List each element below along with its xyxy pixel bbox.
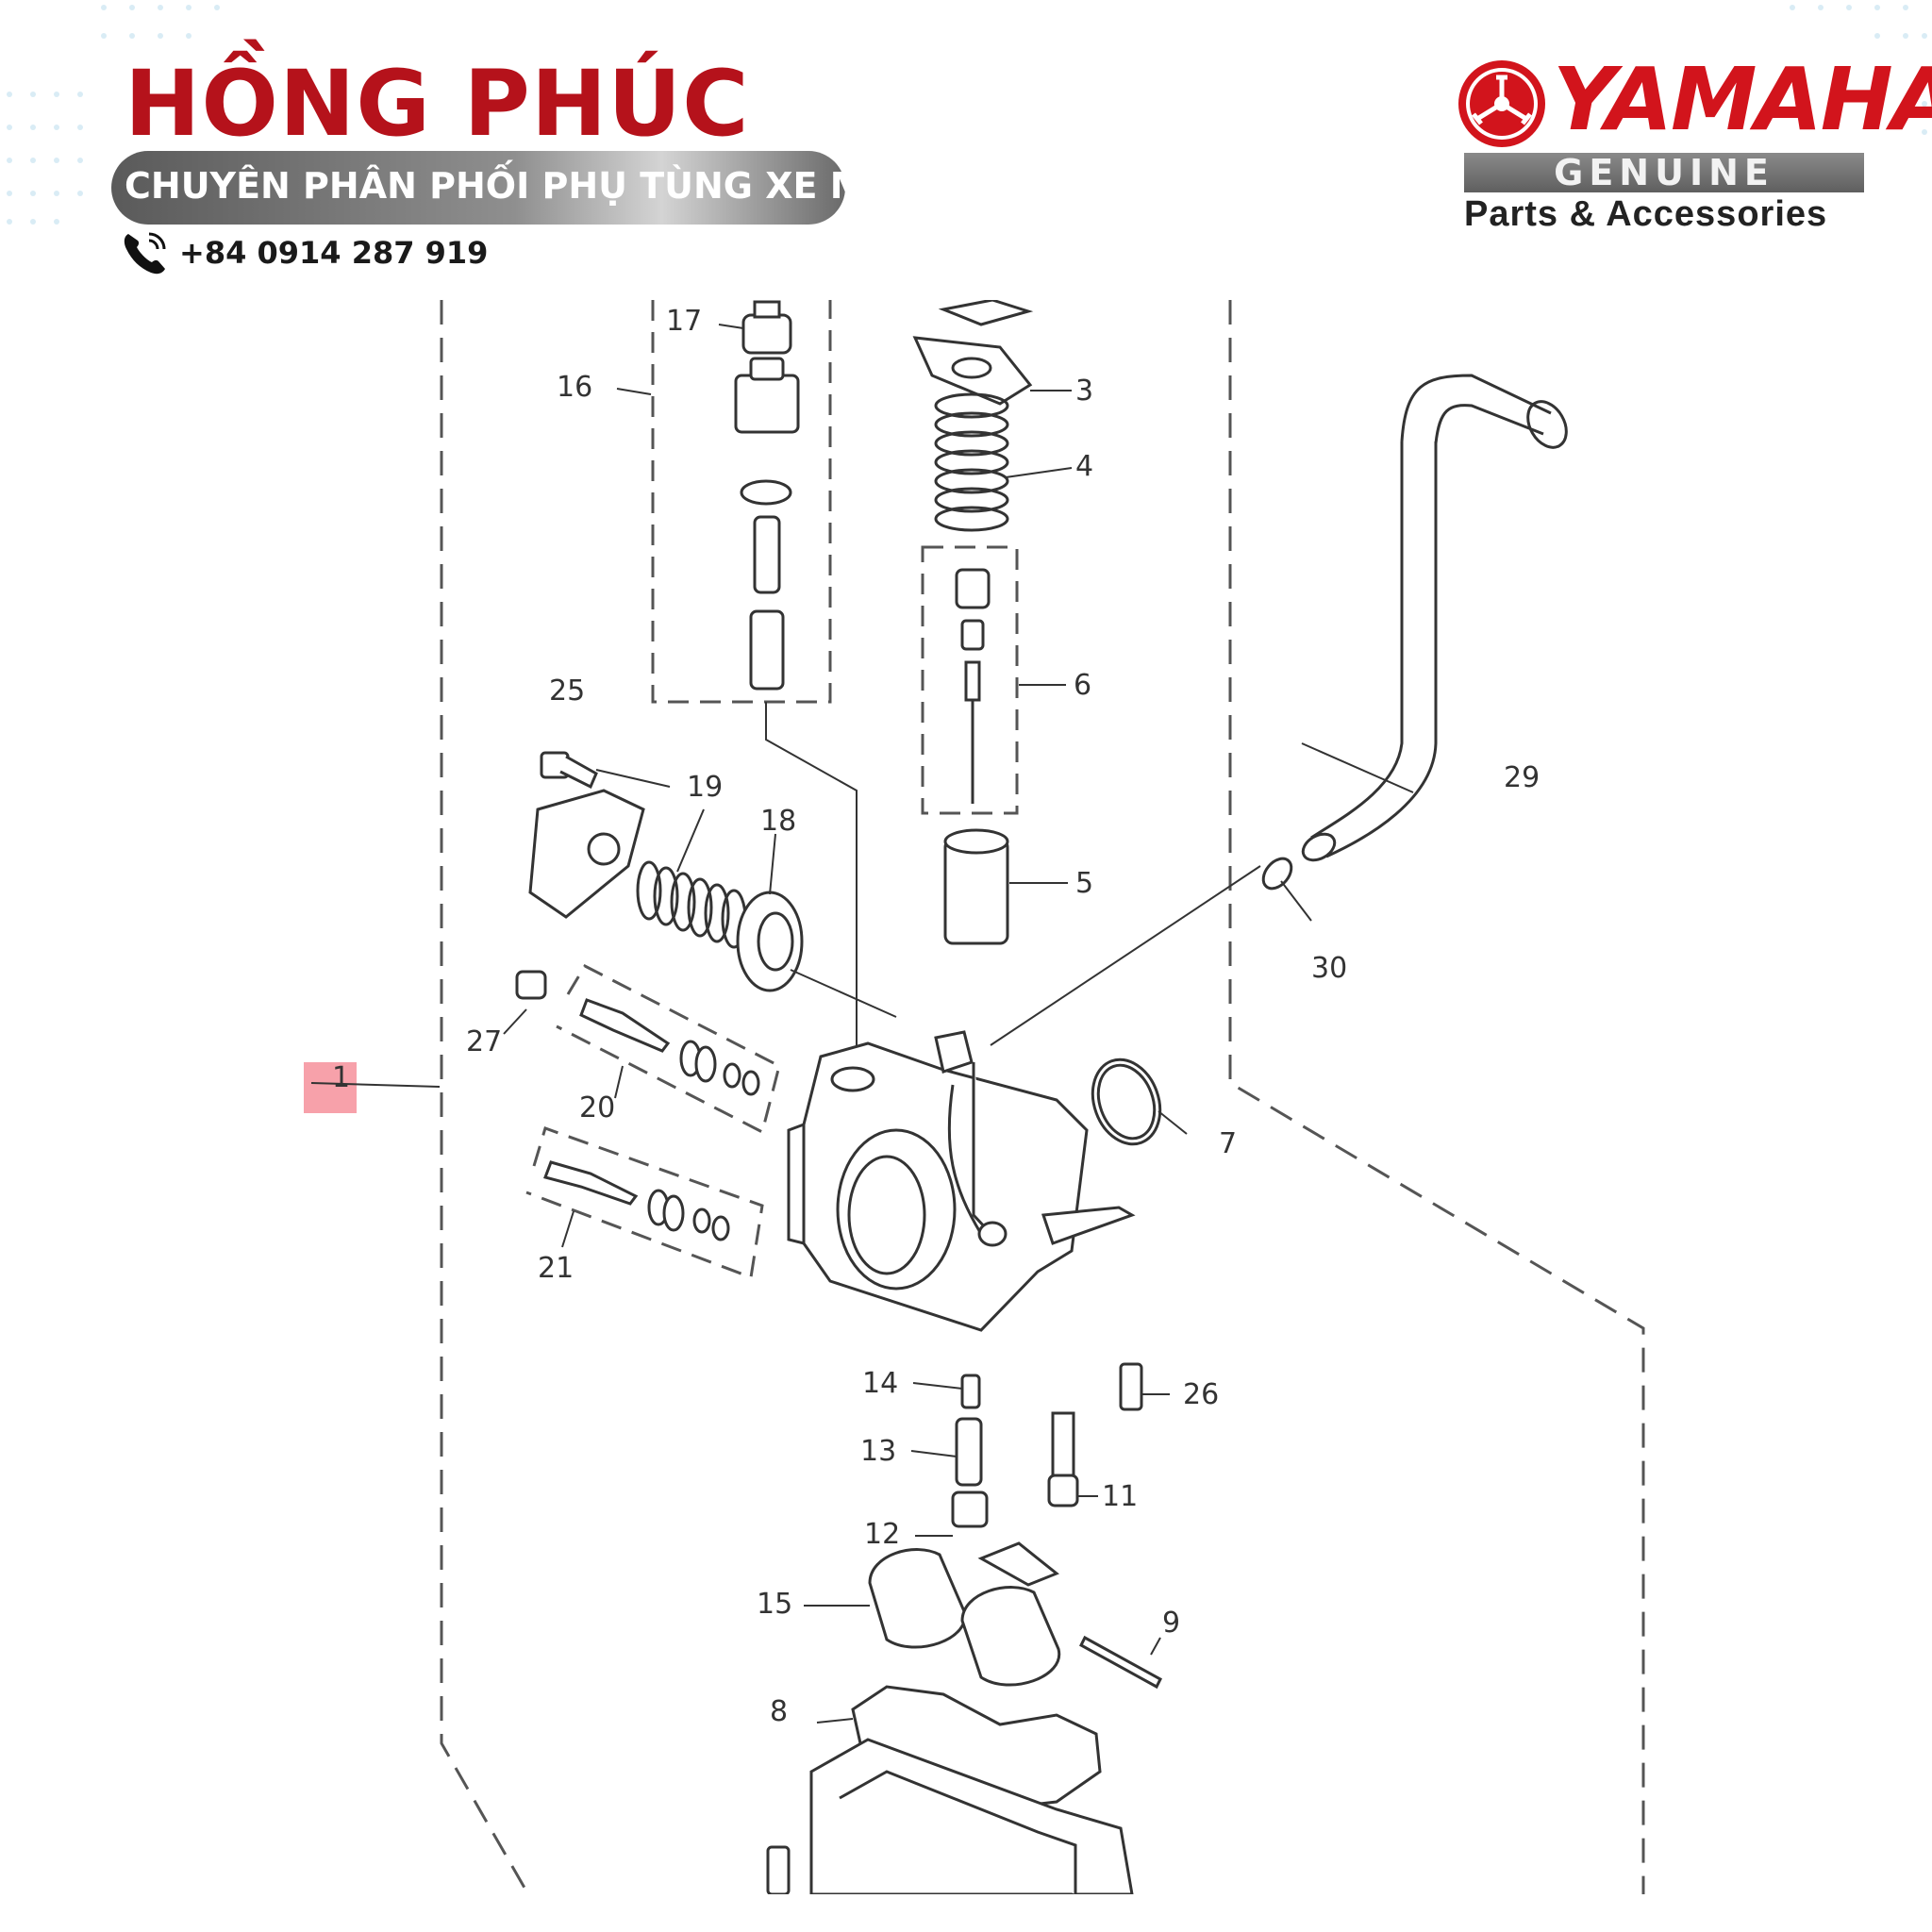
part-19-spring (636, 860, 747, 949)
diaphragm-cover (528, 789, 645, 919)
decorative-dots-right (1790, 5, 1927, 135)
callout-18: 18 (760, 805, 796, 838)
callout-12: 12 (864, 1518, 900, 1551)
phone-icon (124, 232, 166, 275)
part-9-pin (1079, 1635, 1162, 1690)
part-27-cap (515, 970, 547, 1000)
callout-4: 4 (1075, 450, 1093, 483)
decorative-dots-left (7, 5, 220, 225)
callout-7: 7 (1219, 1127, 1237, 1160)
carburetor-body (787, 1030, 1136, 1332)
part-25-screw (540, 751, 598, 790)
assembly-boundary-right (1228, 300, 1645, 1894)
callout-9: 9 (1162, 1607, 1180, 1640)
callout-11: 11 (1102, 1480, 1138, 1513)
callout-14: 14 (862, 1367, 898, 1400)
part-6-jet-needle (955, 568, 991, 804)
callout-6: 6 (1074, 669, 1091, 702)
part-18-diaphragm (736, 891, 804, 992)
callout-29: 29 (1504, 761, 1540, 794)
part-26-plug (1119, 1362, 1143, 1411)
part-15-float (868, 1541, 1061, 1687)
callout-1-highlight (304, 1062, 357, 1113)
callout-16: 16 (557, 371, 592, 404)
part-11-float-valve (1047, 1411, 1079, 1507)
callout-25: 25 (549, 675, 585, 708)
genuine-bar (1464, 153, 1864, 192)
callout-19: 19 (687, 771, 723, 804)
part-5-throttle-slide (943, 828, 1009, 945)
callout-13: 13 (860, 1435, 896, 1468)
yamaha-tuning-fork-emblem (1458, 60, 1545, 147)
float-bowl (809, 1738, 1134, 1894)
assembly-boundary (440, 300, 530, 1894)
yamaha-wordmark: YAMAHA (1553, 49, 1932, 150)
part-7-o-ring (1091, 1058, 1162, 1146)
callout-1: 1 (332, 1061, 350, 1094)
part-16-starter-plunger (734, 357, 800, 691)
callout-20: 20 (579, 1091, 615, 1124)
tagline-banner (111, 151, 845, 225)
part-12-main-jet (951, 1491, 989, 1528)
part-14-jet (960, 1374, 981, 1409)
genuine-label: GENUINE (1554, 152, 1774, 193)
callout-27: 27 (466, 1025, 502, 1058)
part-30-clip (1261, 857, 1293, 891)
parts-accessories-label: Parts & Accessories (1464, 194, 1828, 234)
callout-8: 8 (770, 1695, 788, 1728)
brand-title: HỒNG PHÚC (125, 51, 750, 157)
part-3-plate (912, 300, 1034, 406)
brand-tagline: CHUYÊN PHÂN PHỐI PHỤ TÙNG XE MÁY (125, 165, 916, 207)
callout-17: 17 (666, 305, 702, 338)
part-4-spring (934, 392, 1009, 532)
part-17-cap (741, 300, 792, 355)
carburetor-exploded-diagram: 1 3 4 5 6 7 8 9 11 12 13 14 15 16 17 18 … (310, 300, 1645, 1894)
part-13-needle-jet (955, 1417, 983, 1487)
part-29-tube (1301, 374, 1568, 862)
callout-26: 26 (1183, 1378, 1219, 1411)
callout-15: 15 (757, 1588, 792, 1621)
part-21-air-screw (543, 1160, 730, 1241)
callout-5: 5 (1075, 867, 1093, 900)
part-20-pilot-screw (579, 998, 760, 1096)
phone-number: +84 0914 287 919 (179, 235, 489, 271)
callout-3: 3 (1075, 375, 1093, 408)
callout-30: 30 (1311, 952, 1347, 985)
drain-screw (766, 1845, 791, 1894)
callout-21: 21 (538, 1252, 574, 1285)
